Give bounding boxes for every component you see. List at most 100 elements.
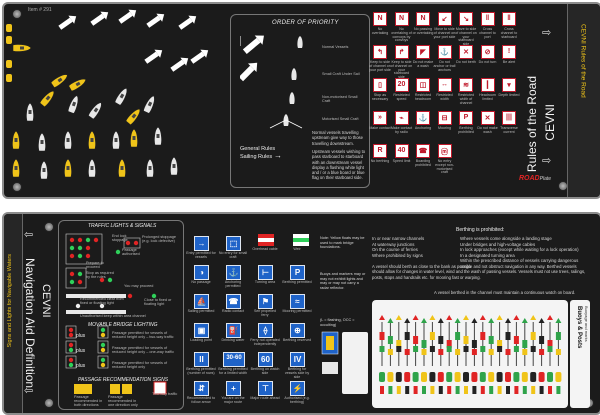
priority-label: Motorised Small Craft [322,117,359,121]
light-label: Unauthorised keep within area channel [80,314,146,318]
order-of-priority-panel [230,14,370,188]
sign-label: Mooring [438,126,451,130]
mark-topmark [387,318,394,323]
buoy-body [437,372,444,382]
regulatory-sign: ↱ [394,45,409,59]
mark-topmark [463,315,469,320]
signal-light-icon [100,342,106,348]
regulatory-sign: ⊟ [437,111,452,125]
mark-body [379,346,385,352]
boat-cabin [57,77,63,83]
regulatory-sign: ↔ [437,78,452,92]
berthing-body: A vessel berthed in the channel must mai… [434,290,576,295]
mark-body [446,340,452,348]
sign-symbol: ↘ [463,16,469,23]
mark-body [480,346,486,352]
buoy-card [342,332,368,394]
prohibited-item: In or near narrow channels [372,236,425,241]
general-rules-tab[interactable]: General Rules [240,146,276,152]
sign-symbol: ↱ [398,49,405,56]
mark-body [497,340,503,348]
sign-label: Cross channel to port [479,27,496,39]
priority-vessel-icon [291,68,297,80]
sign-symbol: ↰ [377,49,383,56]
mark-post [457,322,459,366]
info-board [322,362,338,374]
priority-vessel-icon [289,92,295,104]
signal-light-icon [85,245,91,251]
buoy-body [421,372,427,382]
brand-logo: ROADPlate [519,175,551,182]
mark-body [463,336,469,344]
sign-symbol: ⊤ [262,384,269,393]
sailing-rules-tab[interactable]: Sailing Rules [240,154,273,160]
mark-body [488,349,494,355]
side-strip-text: CEVNI Rules of the Road [579,24,587,98]
prohibited-item: Where vessels come alongside a landing s… [460,236,552,241]
sign-symbol: ⇵ [198,384,205,393]
arrow-head [248,62,258,72]
boat-icon [12,158,20,178]
sign-symbol: ⚓ [418,115,428,122]
wind-arrow-icon [118,9,137,24]
regulatory-sign: ⊘ [480,45,495,59]
sign-symbol: ⊘ [484,49,491,56]
signal-light-icon [69,271,75,277]
mark-body [488,336,494,344]
buoy-body [489,386,494,394]
boat-cabin [40,140,44,144]
sign-label: Loading point [190,338,212,342]
berthing-body: A vessel should berth as close to the ba… [372,264,586,280]
sign-symbol: ┃ [485,82,490,89]
light-label: Recommended clear from fixed or floating… [80,297,124,306]
prohibited-list-right: Where vessels come alongside a landing s… [460,236,590,269]
regulatory-sign: ⓜ [437,144,452,158]
information-sign: ⛵ [194,294,209,309]
arrow-right-icon: ⇨ [542,155,552,167]
prohibited-item: In lock approaches (except while waiting… [460,247,579,252]
mark-topmark [488,318,495,323]
mark-body [404,349,410,355]
regulatory-sign: ┃ [480,78,495,92]
buoy-body [395,372,402,382]
regulatory-sign: ▾ [502,78,516,92]
sign-label: Headroom limited [479,93,496,101]
buoy-body [464,386,468,394]
regulatory-sign: ☎ [416,144,430,158]
signal-light-icon [100,327,106,333]
signal-light-icon [107,277,113,283]
information-sign: ☎ [226,294,241,309]
mark-body [522,349,528,355]
sign-symbol: ⚓ [228,268,239,277]
vessel-diagram [6,9,209,180]
sign-symbol: ⚑ [261,297,270,306]
signal-light-icon [69,253,75,259]
mark-post [431,322,433,366]
information-sign: ⇵ [194,381,209,396]
buoy-body [555,372,562,382]
boat-cabin [75,81,81,87]
boat-cabin [156,134,160,138]
regulatory-sign: ‖ [502,12,516,26]
boat-cabin [66,138,70,142]
information-sign: 60 [258,352,273,367]
signal-light-icon [69,279,75,285]
sign-label: Berthing permitted (number of rows) [186,367,216,375]
buoy-body [505,372,511,382]
buoys-title: Buoys & Posts [576,306,582,349]
mark-body [471,349,477,355]
flag-red-white [258,234,274,246]
boat-cabin [120,166,124,170]
sign-symbol: ☎ [228,297,239,306]
bridge-label: Passage permitted for vessels of reduced… [112,361,168,370]
priority-label: Normal Vessels [322,45,349,49]
signal-light-icon [69,245,75,251]
regulatory-sign: 40 [394,144,409,158]
brand-name: ROAD [519,175,540,182]
boat-cabin [172,164,176,168]
arrow-shaft [118,11,133,24]
prohibited-item: Within the prescribed distance of vessel… [460,258,579,269]
traffic-lights-panel [58,220,184,410]
sign-label: Sailing permitted [187,309,215,313]
